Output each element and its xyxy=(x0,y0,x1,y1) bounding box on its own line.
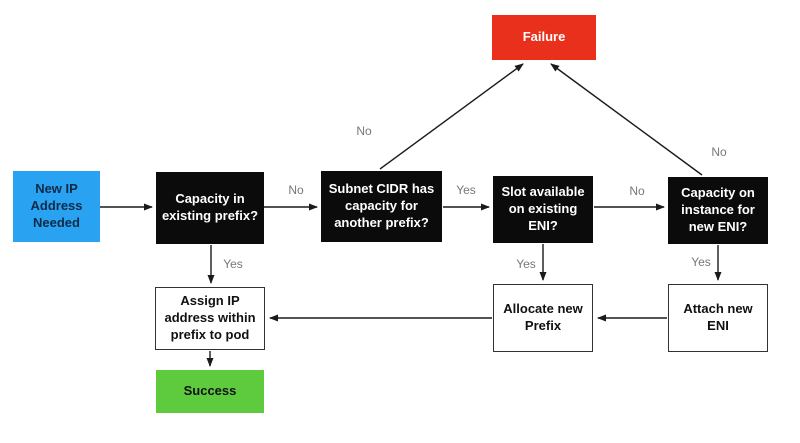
edge-label-yes-capacity-new-eni: Yes xyxy=(691,255,711,269)
edge-label-no-capacity-new-eni: No xyxy=(711,145,727,159)
node-capacity-new-eni: Capacity on instance for new ENI? xyxy=(668,177,768,244)
edge-label-no-subnet-cidr: No xyxy=(356,124,372,138)
node-success: Success xyxy=(156,370,264,413)
node-allocate-prefix: Allocate new Prefix xyxy=(493,284,593,352)
edge-label-no-capacity-existing: No xyxy=(288,183,304,197)
node-subnet-cidr-capacity: Subnet CIDR has capacity for another pre… xyxy=(321,171,442,242)
node-failure: Failure xyxy=(492,15,596,60)
node-capacity-existing-prefix: Capacity in existing prefix? xyxy=(156,172,264,244)
edge-subnet-cidr-no-to-failure xyxy=(379,63,524,170)
node-attach-eni: Attach new ENI xyxy=(668,284,768,352)
edge-label-yes-capacity-existing: Yes xyxy=(223,257,243,271)
edge-label-yes-slot-available: Yes xyxy=(516,257,536,271)
edge-label-no-slot-available: No xyxy=(629,184,645,198)
node-assign-ip: Assign IP address within prefix to pod xyxy=(155,287,265,350)
node-new-ip-needed: New IP Address Needed xyxy=(13,171,100,242)
edge-label-yes-subnet-cidr: Yes xyxy=(456,183,476,197)
node-slot-available-eni: Slot available on existing ENI? xyxy=(493,176,593,243)
edge-capacity-new-eni-no-to-failure xyxy=(550,63,703,176)
